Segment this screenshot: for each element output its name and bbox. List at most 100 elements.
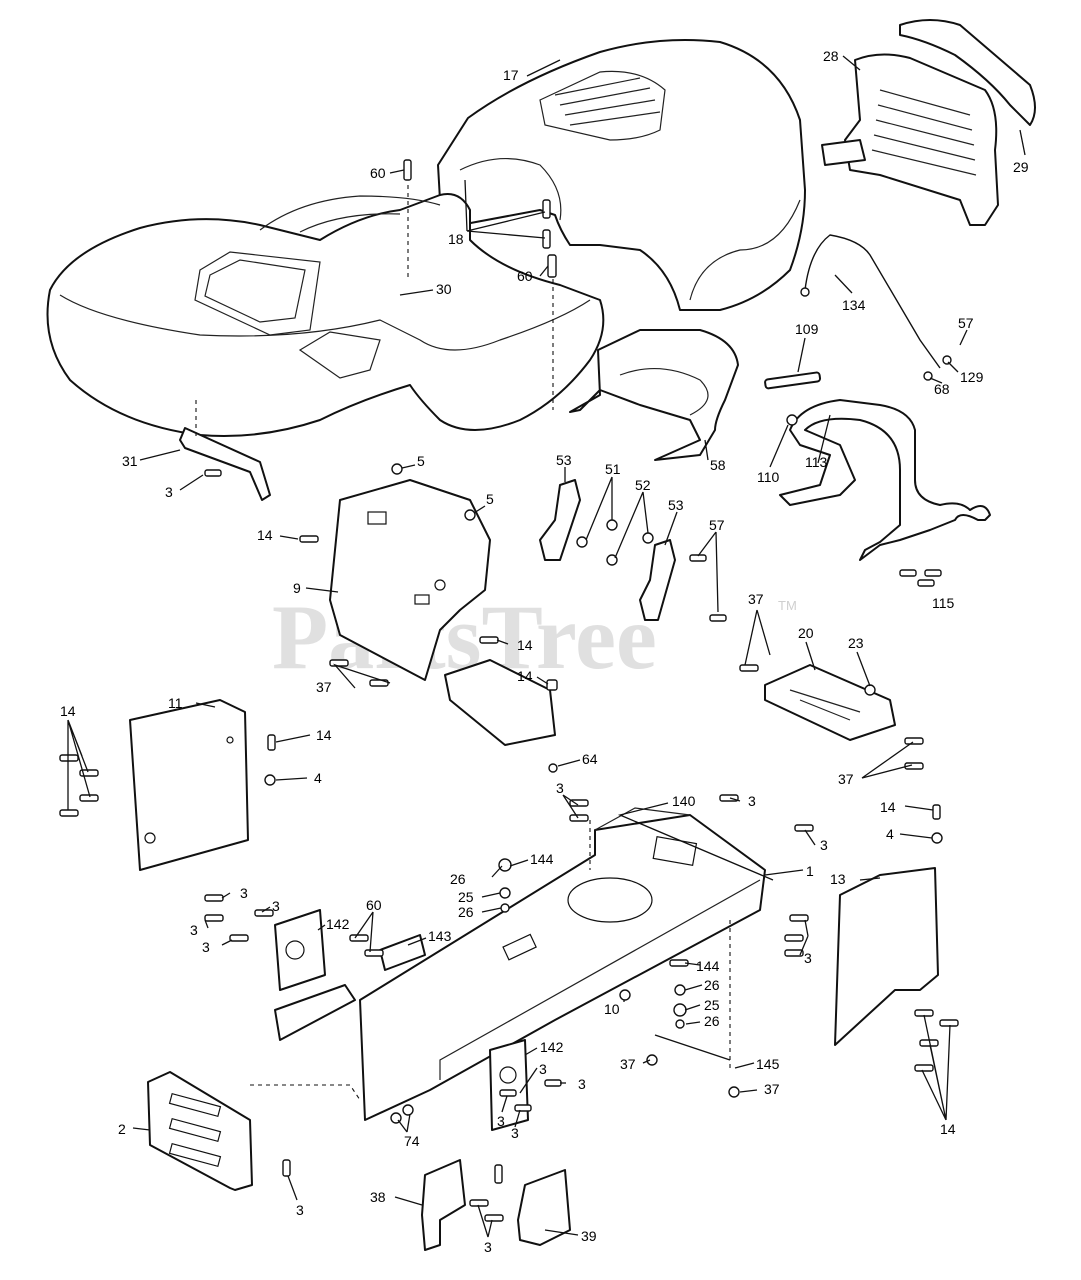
label-25: 25	[458, 889, 474, 905]
label-57: 57	[958, 315, 974, 331]
part-11-side-panel-left	[129, 699, 249, 871]
label-37: 37	[838, 771, 854, 787]
label-5: 5	[486, 491, 494, 507]
label-29: 29	[1013, 159, 1029, 175]
part-13-side-panel-right	[834, 867, 939, 1046]
part-29-bezel	[899, 19, 1036, 126]
part-113-bumper	[779, 399, 991, 561]
part-30-body-pan	[46, 193, 605, 437]
part-58-dash-panel	[569, 329, 739, 461]
label-14: 14	[880, 799, 896, 815]
label-143: 143	[428, 928, 452, 944]
part-53-bracket-right	[639, 539, 676, 621]
label-13: 13	[830, 871, 846, 887]
label-134: 134	[842, 297, 866, 313]
label-3: 3	[820, 837, 828, 853]
label-28: 28	[823, 48, 839, 64]
label-51: 51	[605, 461, 621, 477]
part-17-hood	[437, 39, 806, 311]
label-109: 109	[795, 321, 819, 337]
label-53: 53	[556, 452, 572, 468]
label-68: 68	[934, 381, 950, 397]
part-145-link	[654, 1034, 731, 1061]
label-3: 3	[748, 793, 756, 809]
label-31: 31	[122, 453, 138, 469]
label-142: 142	[326, 916, 350, 932]
label-3: 3	[556, 780, 564, 796]
label-3: 3	[296, 1202, 304, 1218]
part-side-rail	[274, 984, 356, 1041]
label-17: 17	[503, 67, 519, 83]
part-1-main-frame	[359, 807, 766, 1121]
label-20: 20	[798, 625, 814, 641]
label-52: 52	[635, 477, 651, 493]
label-5: 5	[417, 453, 425, 469]
part-9-plate	[329, 479, 491, 681]
label-144: 144	[530, 851, 554, 867]
label-30: 30	[436, 281, 452, 297]
label-3: 3	[578, 1076, 586, 1092]
label-140: 140	[672, 793, 696, 809]
label-37: 37	[748, 591, 764, 607]
label-53: 53	[668, 497, 684, 513]
part-109-strap	[764, 371, 822, 390]
label-18: 18	[448, 231, 464, 247]
part-31-bracket	[179, 427, 271, 501]
hardware	[59, 159, 959, 1222]
label-113: 113	[805, 454, 828, 470]
part-39-bracket	[517, 1169, 571, 1246]
part-134-rod	[804, 234, 941, 369]
label-9: 9	[293, 580, 301, 596]
label-37: 37	[316, 679, 332, 695]
label-26: 26	[704, 1013, 720, 1029]
label-3: 3	[484, 1239, 492, 1255]
part-53-bracket-left	[539, 479, 581, 561]
leader-lines	[67, 55, 1026, 1238]
part-38-bracket	[421, 1159, 466, 1251]
label-39: 39	[581, 1228, 597, 1244]
label-3: 3	[804, 950, 812, 966]
label-2: 2	[118, 1121, 126, 1137]
label-3: 3	[497, 1113, 505, 1129]
label-3: 3	[202, 939, 210, 955]
label-3: 3	[165, 484, 173, 500]
label-10: 10	[604, 1001, 620, 1017]
watermark-tm: TM	[778, 598, 797, 613]
label-14: 14	[60, 703, 76, 719]
label-14: 14	[257, 527, 273, 543]
label-3: 3	[272, 898, 280, 914]
label-129: 129	[960, 369, 984, 385]
label-60: 60	[366, 897, 382, 913]
part-28-grille	[821, 53, 999, 226]
label-23: 23	[848, 635, 864, 651]
part-143-strap	[379, 934, 426, 971]
label-14: 14	[517, 637, 533, 653]
label-144: 144	[696, 958, 720, 974]
label-14: 14	[517, 668, 533, 684]
label-3: 3	[190, 922, 198, 938]
label-3: 3	[240, 885, 248, 901]
part-20-floor-plate	[764, 664, 896, 741]
label-11: 11	[168, 695, 183, 711]
label-25: 25	[704, 997, 720, 1013]
label-14: 14	[940, 1121, 956, 1137]
label-58: 58	[710, 457, 726, 473]
part-142-bracket-right	[489, 1039, 529, 1131]
label-14: 14	[316, 727, 332, 743]
label-142: 142	[540, 1039, 564, 1055]
label-26: 26	[704, 977, 720, 993]
label-26: 26	[450, 871, 466, 887]
label-115: 115	[932, 595, 955, 611]
label-57: 57	[709, 517, 725, 533]
label-37: 37	[620, 1056, 636, 1072]
label-4: 4	[314, 770, 322, 786]
label-3: 3	[511, 1125, 519, 1141]
label-110: 110	[757, 469, 780, 485]
label-1: 1	[806, 863, 814, 879]
part-labels: 17 60 18 60 30 28 29 134 109 57 129 68 1…	[60, 48, 1029, 1255]
label-60: 60	[517, 268, 533, 284]
label-37: 37	[764, 1081, 780, 1097]
label-74: 74	[404, 1133, 420, 1149]
label-4: 4	[886, 826, 894, 842]
label-38: 38	[370, 1189, 386, 1205]
